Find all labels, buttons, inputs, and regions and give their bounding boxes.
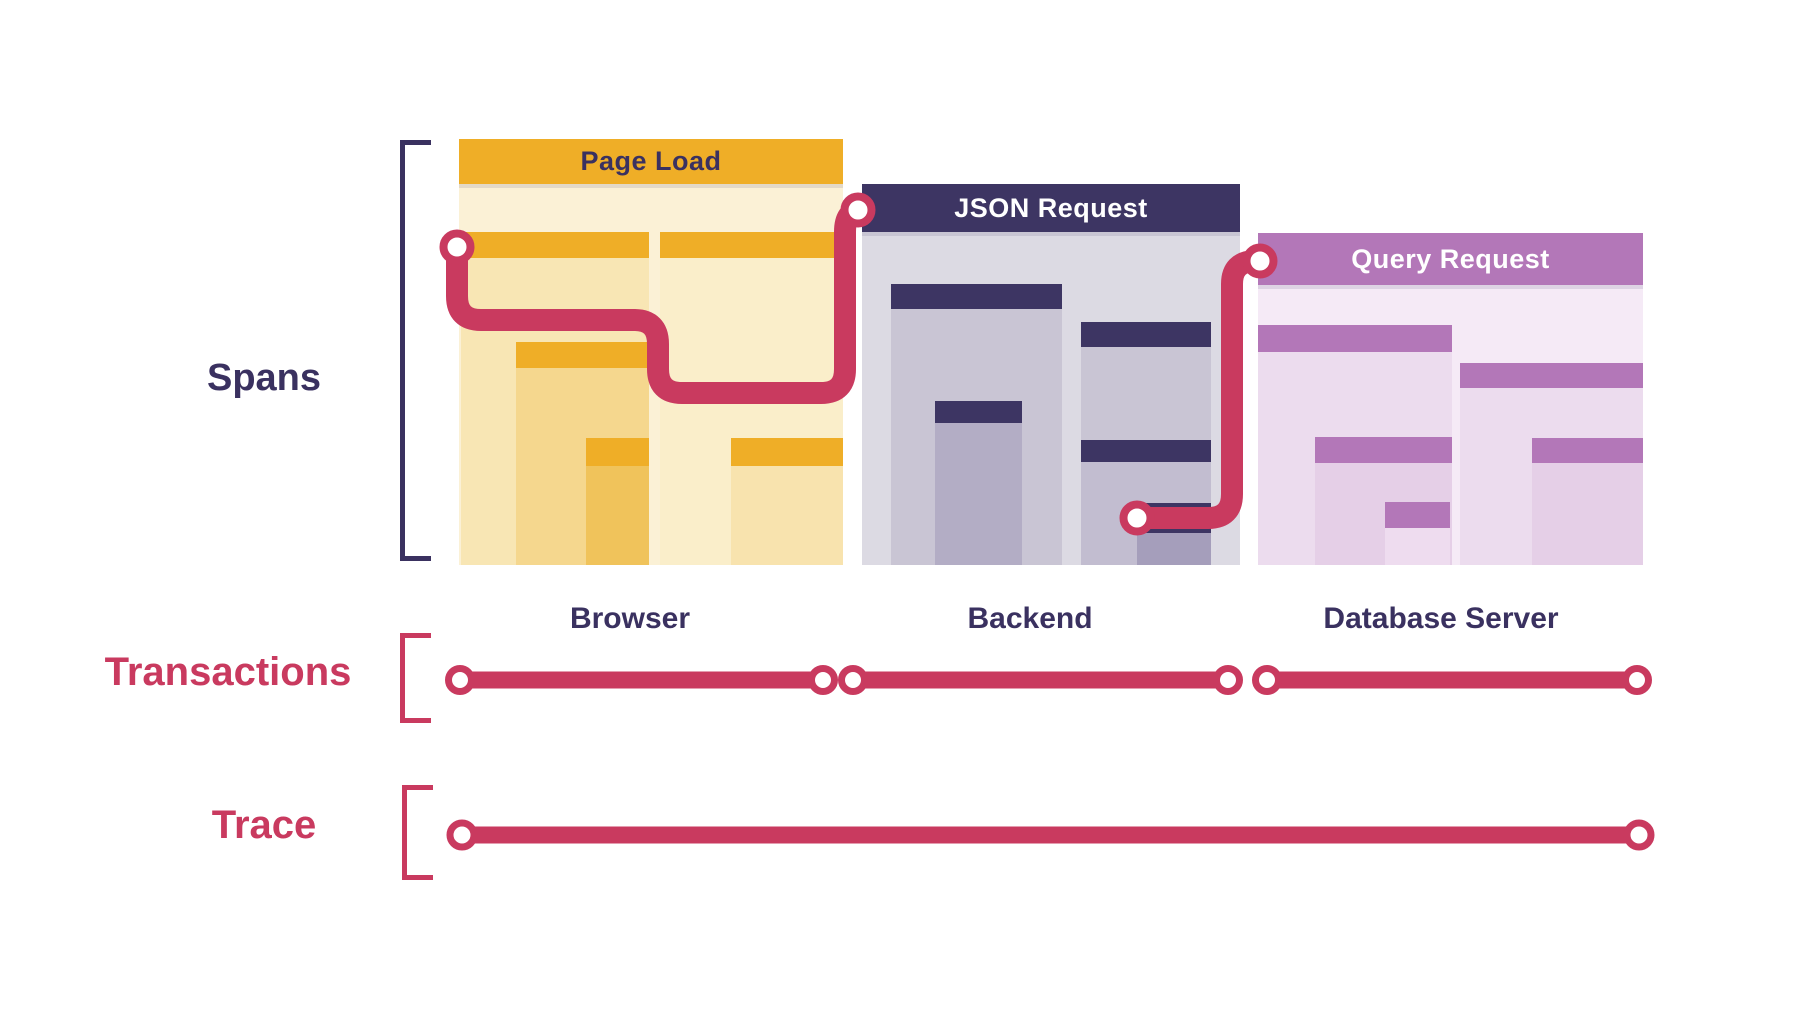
transaction-node — [1213, 665, 1243, 695]
span-bar — [1315, 437, 1452, 565]
spans-label: Spans — [206, 357, 322, 399]
trace-node — [446, 819, 478, 851]
span-bar-header — [935, 401, 1022, 423]
span-bar-header — [891, 284, 1062, 309]
service-label-database-server: Database Server — [1323, 602, 1559, 635]
span-bar-header — [1532, 438, 1643, 463]
span-bar — [660, 232, 843, 565]
page-load-title: Page Load — [580, 146, 722, 176]
span-bar-header — [1460, 363, 1643, 388]
flow-path-browser-to-backend — [446, 199, 862, 404]
span-bar-body — [1137, 533, 1211, 565]
service-label-browser: Browser — [569, 602, 691, 635]
spans-bracket — [400, 140, 431, 561]
transactions-bracket — [400, 633, 431, 723]
span-bar — [1460, 363, 1643, 565]
span-bar-header — [1258, 325, 1452, 352]
panel-query-request: Query Request — [1258, 233, 1643, 565]
span-bar — [935, 401, 1022, 565]
transaction-node — [838, 665, 868, 695]
span-bar — [1385, 502, 1450, 565]
flow-node-query-request — [1242, 243, 1278, 279]
span-bar — [1532, 438, 1643, 565]
transaction-node — [1622, 665, 1652, 695]
flow-node-page-load — [439, 229, 475, 265]
span-bar-body — [935, 423, 1022, 565]
flow-node-json-request — [840, 192, 876, 228]
span-bar — [731, 438, 843, 565]
span-bar-header — [586, 438, 649, 466]
query-request-title: Query Request — [1351, 243, 1550, 274]
span-bar — [516, 342, 649, 565]
transactions-label: Transactions — [104, 650, 352, 694]
span-bar-body — [586, 466, 649, 565]
flow-node-backend-exit — [1119, 500, 1155, 536]
span-bar-header — [1385, 502, 1450, 528]
transaction-node — [1252, 665, 1282, 695]
span-bar-body — [1532, 463, 1643, 565]
span-bar-header — [660, 232, 843, 258]
trace-bracket — [402, 785, 433, 880]
span-bar-header — [1315, 437, 1452, 463]
span-bar-body — [1385, 528, 1450, 565]
span-bar — [891, 284, 1062, 565]
trace-node — [1623, 819, 1655, 851]
page-load-header: Page Load — [459, 139, 843, 184]
span-bar — [586, 438, 649, 565]
service-label-backend: Backend — [967, 602, 1093, 635]
trace-label: Trace — [211, 803, 317, 847]
span-bar-body — [731, 466, 843, 565]
query-request-header: Query Request — [1258, 233, 1643, 285]
json-request-title: JSON Request — [954, 192, 1148, 223]
transaction-node — [808, 665, 838, 695]
transaction-node — [445, 665, 475, 695]
span-bar-header — [1081, 322, 1211, 347]
span-bar-header — [1081, 440, 1211, 462]
span-bar-header — [731, 438, 843, 466]
span-bar-header — [461, 232, 649, 258]
span-bar — [1258, 325, 1452, 565]
span-bar-header — [516, 342, 649, 368]
json-request-header: JSON Request — [862, 184, 1240, 232]
flow-path-backend-to-database — [1140, 250, 1256, 529]
